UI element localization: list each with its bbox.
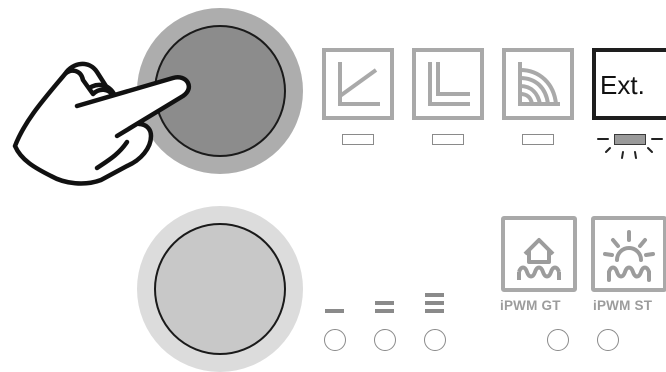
level-3-bar-bottom (425, 309, 444, 313)
level-3-led (424, 329, 446, 351)
hand-pointer-icon (12, 61, 192, 186)
pwm-gt-led (547, 329, 569, 351)
mode-button-external[interactable]: Ext. (592, 48, 666, 120)
indicator-external-active (614, 134, 646, 145)
pwm-st-label: iPWM ST (593, 298, 653, 313)
indicator-constant-curve (432, 134, 464, 145)
level-1-bar (325, 309, 344, 313)
mode-button-constant-curve[interactable] (412, 48, 484, 120)
level-2-led (374, 329, 396, 351)
indicator-heating-curve (342, 134, 374, 145)
pwm-st-button[interactable] (591, 216, 666, 292)
constant-curve-icon (428, 62, 470, 106)
level-3-bar-mid (425, 301, 444, 305)
ext-label: Ext. (600, 70, 645, 100)
level-1-led (324, 329, 346, 351)
level-2-bar-top (375, 301, 394, 305)
indicator-radiant-curve (522, 134, 554, 145)
radiant-curve-icon (518, 62, 560, 106)
level-2-bar-bottom (375, 309, 394, 313)
mode-button-heating-curve[interactable] (322, 48, 394, 120)
house-heating-icon (517, 238, 561, 280)
sun-heating-icon (603, 230, 655, 282)
indicator-glow-icon (597, 138, 663, 159)
level-3-bar-top (425, 293, 444, 297)
pwm-gt-label: iPWM GT (500, 298, 561, 313)
pwm-gt-button[interactable] (501, 216, 577, 292)
heating-curve-icon (338, 62, 380, 106)
bottom-knob-button[interactable] (154, 223, 286, 355)
mode-button-radiant-curve[interactable] (502, 48, 574, 120)
pwm-st-led (597, 329, 619, 351)
